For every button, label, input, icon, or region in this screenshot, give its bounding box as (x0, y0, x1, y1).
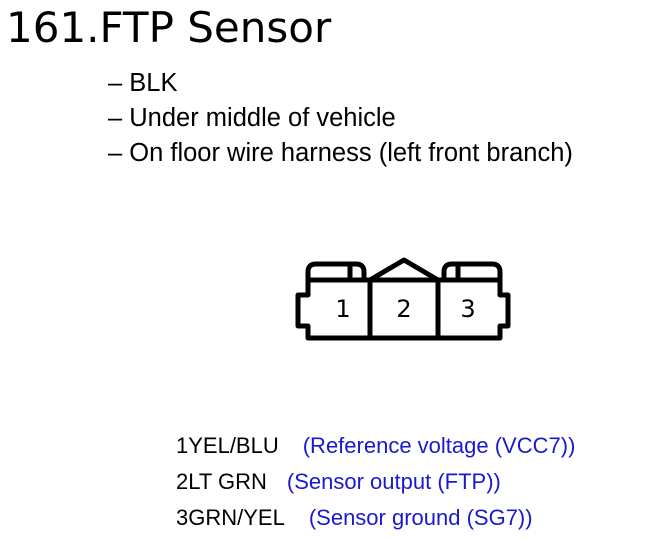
pin-function: (Sensor output (FTP)) (286, 469, 501, 494)
pin-label-2: 2 (396, 295, 411, 323)
detail-location: – Under middle of vehicle (108, 104, 396, 132)
page-title: 161.FTP Sensor (6, 3, 332, 52)
pin-label-3: 3 (460, 295, 475, 323)
pinout-list: 1YEL/BLU (Reference voltage (VCC7)) 2LT G… (176, 428, 575, 536)
wire-color: 2LT GRN (176, 469, 267, 494)
detail-color: – BLK (108, 69, 178, 97)
pinout-row: 2LT GRN (Sensor output (FTP)) (176, 464, 575, 500)
pinout-row: 3GRN/YEL (Sensor ground (SG7)) (176, 500, 575, 536)
detail-harness: – On floor wire harness (left front bran… (108, 139, 573, 167)
wire-color: 1YEL/BLU (176, 433, 279, 458)
pinout-row: 1YEL/BLU (Reference voltage (VCC7)) (176, 428, 575, 464)
pin-function: (Reference voltage (VCC7)) (302, 433, 576, 458)
connector-diagram: 1 2 3 (295, 257, 511, 341)
location-details: – BLK – Under middle of vehicle – On flo… (108, 66, 573, 171)
pin-function: (Sensor ground (SG7)) (308, 505, 533, 530)
connector-outline (295, 257, 511, 341)
pin-label-1: 1 (335, 295, 350, 323)
wire-color: 3GRN/YEL (176, 505, 285, 530)
